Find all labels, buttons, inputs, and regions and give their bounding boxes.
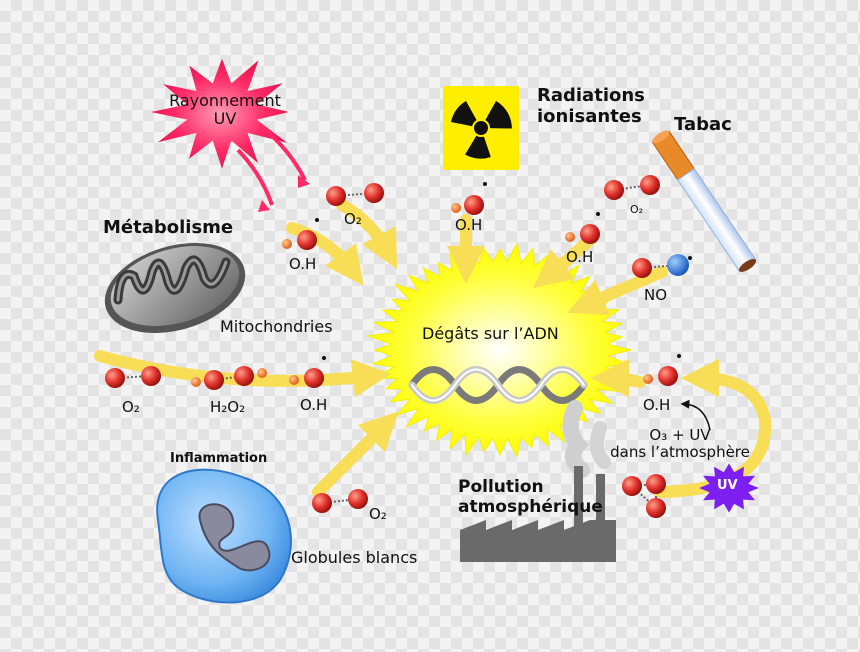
molecule-hydroxyl [451,195,484,215]
species-hydroxyl: O.H [455,216,483,234]
molecule-hydroxyl [289,368,324,388]
molecule-superoxide [312,489,368,513]
molecule-nitric-oxide [632,254,689,278]
cigarette-icon [651,130,757,272]
white-blood-cells-label: Globules blancs [291,548,418,567]
uv-label: Rayonnement UV [169,91,281,129]
species-peroxide: H₂O₂ [210,398,246,416]
ozone-reaction-arrow [680,399,711,431]
inflammation-label: Inflammation [170,451,268,466]
dna-damage-label: Dégâts sur l’ADN [422,324,559,343]
ozone-reaction-label: O₃ + UV dans l’atmosphère [610,426,750,462]
arrow-uv-2 [336,199,398,269]
molecule-hydroxyl [282,230,317,250]
uv-starburst-icon [151,58,310,212]
species-hydroxyl: O.H [289,255,317,273]
uv-badge-label: UV [717,478,738,493]
molecule-superoxide [604,175,660,200]
mitochondria-label: Mitochondries [220,317,333,336]
molecule-hydroxyl [565,224,600,244]
tobacco-label: Tabac [674,114,732,135]
molecule-superoxide [105,366,161,388]
species-nitric-oxide: NO [644,286,668,304]
radical-dots [315,182,692,360]
arrow-metabolism [94,350,392,398]
white-blood-cell-icon [156,468,292,604]
mitochondrion-icon [104,243,246,333]
uv-badge-icon [699,463,759,513]
molecule-hydroxyl [643,366,678,386]
factory-icon [460,400,616,562]
molecule-superoxide [326,183,384,206]
species-superoxide: O₂ [630,203,644,216]
pollution-label: Pollution atmosphérique [458,477,603,517]
species-hydroxyl: O.H [566,248,594,266]
arrow-uv-1 [286,222,364,286]
dna-helix-icon [408,366,588,404]
molecules [105,175,689,518]
species-superoxide: O₂ [369,505,387,523]
arrow-inflammation [312,411,399,498]
ionizing-label: Radiations ionisantes [537,85,645,127]
species-hydroxyl: O.H [643,396,671,414]
species-superoxide: O₂ [344,210,362,228]
species-hydroxyl: O.H [300,396,328,414]
arrow-pollution [590,358,646,398]
molecule-peroxide [191,366,267,390]
arrow-nitric [567,266,668,316]
arrows [94,199,772,498]
radiation-trefoil-icon [443,86,519,170]
molecule-ozone [622,474,666,518]
damage-burst [367,242,632,458]
species-superoxide: O₂ [122,398,140,416]
metabolism-label: Métabolisme [103,217,234,238]
